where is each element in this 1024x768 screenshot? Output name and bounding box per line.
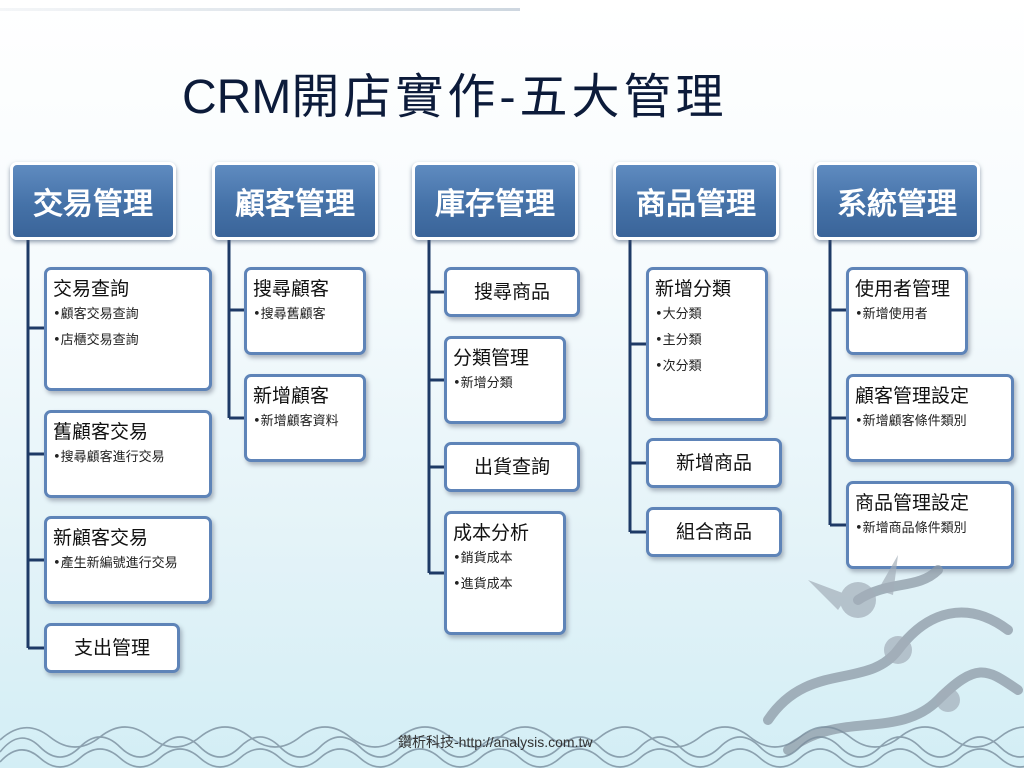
node-cost-analysis[interactable]: 成本分析 •銷貨成本 •進貨成本 (444, 511, 566, 635)
title-cjk: 開店實作-五大管理 (291, 69, 728, 125)
wave-decoration (0, 726, 1024, 768)
header-trade-management[interactable]: 交易管理 (10, 162, 176, 240)
node-bullet: •新增顧客資料 (253, 414, 339, 429)
node-old-customer-trade[interactable]: 舊顧客交易 •搜尋顧客進行交易 (44, 410, 212, 498)
node-search-product[interactable]: 搜尋商品 (444, 267, 580, 317)
node-bullet: •主分類 (655, 333, 702, 348)
node-title: 分類管理 (453, 347, 530, 369)
node-bullet: •次分類 (655, 359, 702, 374)
node-title: 新增分類 (655, 278, 732, 300)
header-product-management[interactable]: 商品管理 (613, 162, 779, 240)
node-trade-query[interactable]: 交易查詢 •顧客交易查詢 •店櫃交易查詢 (44, 267, 212, 391)
node-bundle-product[interactable]: 組合商品 (646, 507, 782, 557)
node-bullet: •搜尋顧客進行交易 (53, 450, 165, 465)
header-system-management[interactable]: 系統管理 (814, 162, 980, 240)
dragon-decoration (763, 555, 1023, 755)
node-title: 商品管理設定 (855, 492, 970, 514)
node-add-customer[interactable]: 新增顧客 •新增顧客資料 (244, 374, 366, 462)
footer-text[interactable]: 鑽析科技-http://analysis.com.tw (398, 734, 593, 750)
node-add-product[interactable]: 新增商品 (646, 438, 782, 488)
node-title: 成本分析 (453, 522, 530, 544)
page-title: CRM開店實作-五大管理 (182, 62, 882, 132)
node-bullet: •搜尋舊顧客 (253, 307, 326, 322)
node-bullet: •店櫃交易查詢 (53, 333, 139, 348)
node-title: 支出管理 (73, 637, 150, 659)
node-bullet: •新增使用者 (855, 307, 928, 322)
node-title: 新顧客交易 (53, 527, 149, 549)
node-title: 搜尋商品 (473, 281, 550, 303)
node-new-customer-trade[interactable]: 新顧客交易 •產生新編號進行交易 (44, 516, 212, 604)
node-user-management[interactable]: 使用者管理 •新增使用者 (846, 267, 968, 355)
node-title: 舊顧客交易 (53, 421, 149, 443)
node-title: 交易查詢 (53, 278, 130, 300)
node-shipment-query[interactable]: 出貨查詢 (444, 442, 580, 492)
node-bullet: •進貨成本 (453, 577, 513, 592)
node-customer-settings[interactable]: 顧客管理設定 •新增顧客條件類別 (846, 374, 1014, 462)
node-bullet: •顧客交易查詢 (53, 307, 139, 322)
node-expense-management[interactable]: 支出管理 (44, 623, 180, 673)
node-bullet: •新增顧客條件類別 (855, 414, 967, 429)
node-add-category[interactable]: 新增分類 •大分類 •主分類 •次分類 (646, 267, 768, 421)
node-bullet: •新增分類 (453, 376, 513, 391)
node-title: 使用者管理 (855, 278, 951, 300)
node-product-settings[interactable]: 商品管理設定 •新增商品條件類別 (846, 481, 1014, 569)
node-bullet: •產生新編號進行交易 (53, 556, 178, 571)
node-bullet: •大分類 (655, 307, 702, 322)
footer: 鑽析科技-http://analysis.com.tw (0, 712, 1024, 768)
title-latin: CRM (182, 71, 292, 124)
node-bullet: •新增商品條件類別 (855, 521, 967, 536)
node-search-customer[interactable]: 搜尋顧客 •搜尋舊顧客 (244, 267, 366, 355)
node-title: 組合商品 (675, 521, 752, 543)
node-title: 顧客管理設定 (855, 385, 970, 407)
node-category-management[interactable]: 分類管理 •新增分類 (444, 336, 566, 424)
header-inventory-management[interactable]: 庫存管理 (412, 162, 578, 240)
node-title: 新增顧客 (253, 385, 330, 407)
node-title: 新增商品 (675, 452, 752, 474)
top-rule (0, 8, 520, 11)
header-customer-management[interactable]: 顧客管理 (212, 162, 378, 240)
node-title: 出貨查詢 (473, 456, 550, 478)
node-bullet: •銷貨成本 (453, 551, 513, 566)
node-title: 搜尋顧客 (253, 278, 330, 300)
